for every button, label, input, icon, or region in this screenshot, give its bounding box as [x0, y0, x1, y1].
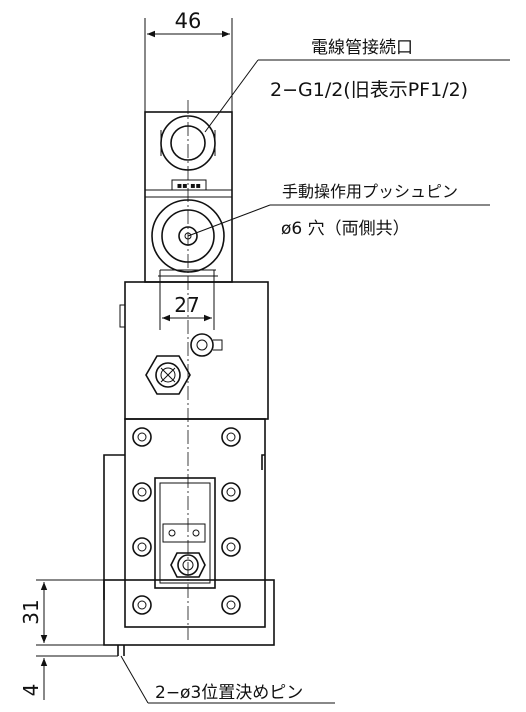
dimension-4-label: 4	[19, 684, 43, 697]
locating-pin-label: 2−ø3位置決めピン	[155, 683, 303, 703]
dimension-31: 31	[19, 579, 104, 646]
callout-manual-pin: 手動操作用プッシュピン ø6 穴（両側共）	[187, 182, 490, 239]
dimension-4: 4	[19, 630, 118, 700]
dimension-27-label: 27	[174, 293, 199, 317]
svg-text:▪▪ ▪▪: ▪▪ ▪▪	[177, 181, 201, 190]
dimension-46-label: 46	[175, 9, 202, 33]
bolt-column-right	[221, 427, 241, 615]
hex-fitting	[145, 355, 191, 395]
bolt-column-left	[132, 427, 152, 615]
sub-plate	[103, 418, 275, 656]
manual-pin-spec: ø6 穴（両側共）	[281, 219, 410, 239]
dimension-31-label: 31	[19, 599, 43, 624]
manual-pin-title: 手動操作用プッシュピン	[282, 182, 458, 201]
callout-locating-pin: 2−ø3位置決めピン	[120, 655, 335, 704]
dimension-46: 46	[144, 9, 233, 112]
solenoid-head: ▪▪ ▪▪	[144, 111, 233, 283]
conduit-title: 電線管接続口	[311, 38, 413, 58]
valve-body: 27	[119, 270, 269, 420]
callout-conduit: 電線管接続口 2−G1/2(旧表示PF1/2)	[204, 38, 510, 133]
conduit-spec: 2−G1/2(旧表示PF1/2)	[270, 79, 468, 101]
